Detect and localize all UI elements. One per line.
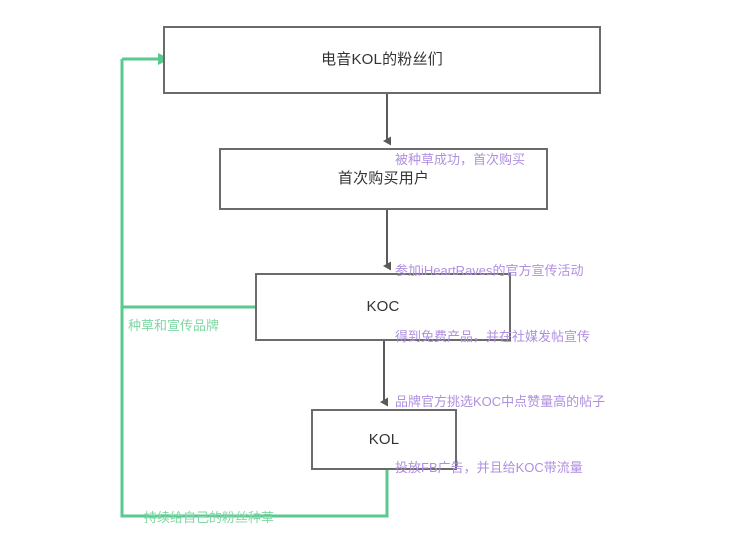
edge-label-fans-to-first-buyer: 被种草成功，首次购买 [395,105,615,215]
edge-label-line: 种草和宣传品牌 [128,318,220,333]
edge-label-koc-to-fans: 种草和宣传品牌 [128,271,288,381]
node-koc[interactable]: KOC [255,273,511,341]
edge-label-line: 被种草成功，首次购买 [395,152,526,167]
edge-label-kol-to-fans: 持续给自己的粉丝种草 宣传品牌 [124,463,294,541]
node-koc-label: KOC [366,298,400,316]
node-fans[interactable]: 电音KOL的粉丝们 [163,26,601,94]
edge-label-line: 参加iHeartRaves的官方宣传活动 [395,263,584,278]
edge-label-line: 持续给自己的粉丝种草 [143,510,274,525]
node-kol[interactable]: KOL [311,409,457,470]
connector-kol-to-fans [120,59,389,518]
edge-label-line: 得到免费产品，并在社媒发帖宣传 [395,329,591,344]
node-kol-label: KOL [368,430,400,448]
node-first-buyer[interactable]: 首次购买用户 [219,148,548,210]
node-fans-label: 电音KOL的粉丝们 [321,51,443,69]
node-first-buyer-label: 首次购买用户 [337,170,430,188]
edge-label-line: 投放FB广告，并且给KOC带流量 [395,460,583,475]
edge-label-first-buyer-to-koc: 参加iHeartRaves的官方宣传活动 得到免费产品，并在社媒发帖宣传 [395,216,655,392]
edge-label-line: 品牌官方挑选KOC中点赞量高的帖子 [395,394,606,409]
edge-label-koc-to-kol: 品牌官方挑选KOC中点赞量高的帖子 投放FB广告，并且给KOC带流量 [395,347,670,523]
